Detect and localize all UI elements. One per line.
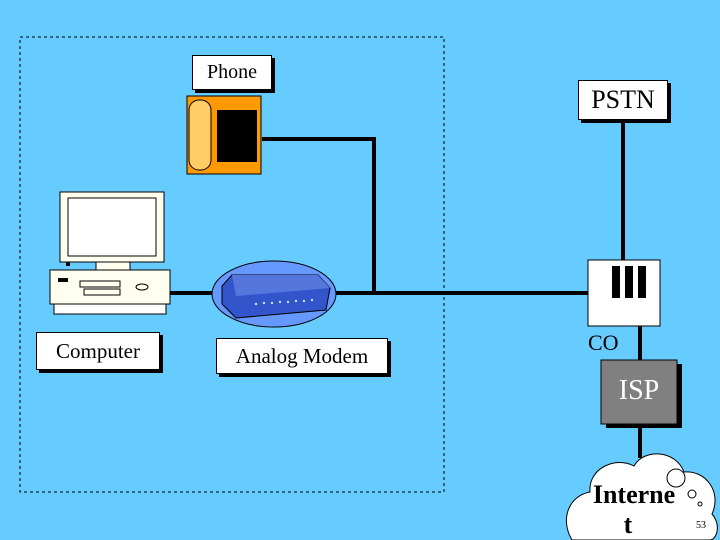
page-number: 53 (696, 520, 706, 531)
computer-label: Computer (36, 332, 160, 370)
pstn-label-text: PSTN (591, 85, 655, 114)
premises-boundary (19, 36, 445, 493)
internet-label: Interne t (584, 480, 684, 540)
cloud-icon (565, 453, 718, 540)
internet-label-line2: t (623, 510, 633, 539)
phone-label-text: Phone (207, 61, 257, 83)
phone-icon (186, 95, 262, 175)
phone-label: Phone (192, 55, 272, 90)
modem-label: Analog Modem (216, 338, 388, 374)
co-label: CO (588, 330, 619, 355)
co-switch-icon (587, 259, 661, 327)
modem-label-text: Analog Modem (235, 344, 369, 368)
internet-label-line1: Interne (592, 480, 676, 509)
modem-icon (211, 260, 337, 328)
computer-icon (49, 191, 171, 315)
computer-label-text: Computer (56, 339, 140, 363)
isp-box (600, 359, 682, 428)
connection-lines (168, 120, 642, 458)
pstn-label: PSTN (578, 80, 668, 120)
phone-line (262, 137, 376, 293)
isp-label: ISP (618, 375, 660, 406)
